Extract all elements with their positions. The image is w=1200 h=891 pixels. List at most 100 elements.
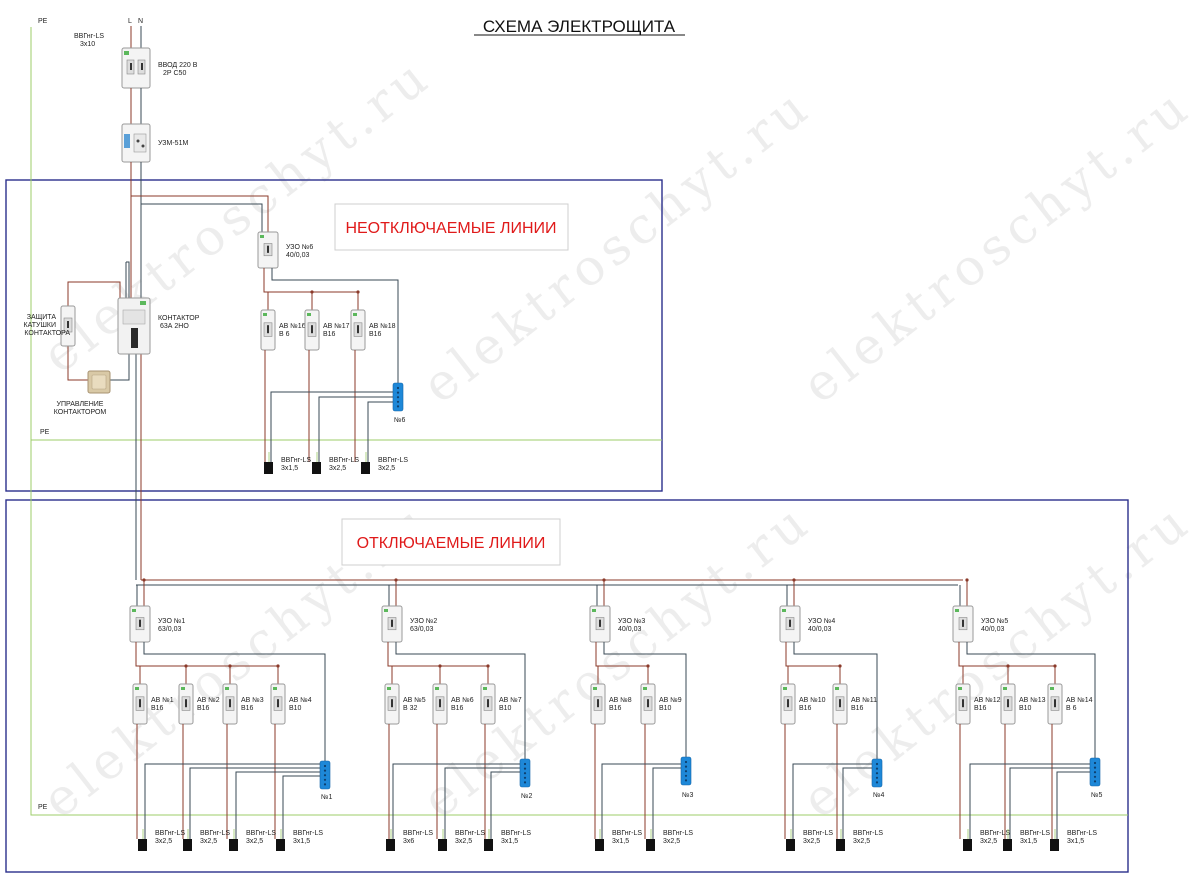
cable-terminal [1003, 839, 1012, 851]
breaker [780, 683, 796, 725]
watermark: elektroschyt.ru [792, 76, 1200, 415]
contactor [117, 297, 151, 355]
breaker [350, 309, 366, 351]
neutral-bus-label: №1 [321, 794, 333, 801]
pe-label-permanent: PE [40, 429, 50, 436]
rcd-device [779, 605, 801, 643]
neutral-bus [1089, 757, 1101, 787]
cable-terminal [312, 462, 321, 474]
cable-terminal [183, 839, 192, 851]
cable-terminal [276, 839, 285, 851]
neutral-bus [680, 756, 692, 786]
watermark: elektroschyt.ru [792, 491, 1200, 830]
rcd-device [952, 605, 974, 643]
cable-terminal [264, 462, 273, 474]
cable-terminal [963, 839, 972, 851]
main-breaker [121, 47, 151, 89]
cable-terminal [646, 839, 655, 851]
switchable-feed-bus [136, 579, 963, 586]
neutral-bus-label: №2 [521, 793, 533, 800]
breaker [270, 683, 286, 725]
rcd-device [381, 605, 403, 643]
cable-terminal [484, 839, 493, 851]
breaker [832, 683, 848, 725]
rcd-device [129, 605, 151, 643]
rcd-device [589, 605, 611, 643]
rcd-device [257, 231, 279, 269]
cable-terminal [229, 839, 238, 851]
cable-terminal [1050, 839, 1059, 851]
cable-terminal [438, 839, 447, 851]
breaker [222, 683, 238, 725]
neutral-bus [392, 382, 404, 412]
cable-terminal [138, 839, 147, 851]
main-to-relay [130, 88, 142, 124]
switchable-lines-label-box [341, 518, 561, 566]
breaker [590, 683, 606, 725]
switchable-lines-label: ОТКЛЮЧАЕМЫЕ ЛИНИИ [357, 535, 546, 552]
breaker [178, 683, 194, 725]
neutral-bus-label: №3 [682, 792, 694, 799]
breaker [640, 683, 656, 725]
neutral-bus-label: №5 [1091, 792, 1103, 799]
coil-protection-breaker [60, 305, 76, 347]
permanent-lines-frame [5, 179, 663, 492]
diagram-title: СХЕМА ЭЛЕКТРОЩИТА [483, 17, 676, 36]
breaker [480, 683, 496, 725]
permanent-lines-label-box [334, 203, 569, 251]
pe-label-top: PE [38, 18, 48, 25]
voltage-relay-label: УЗМ-51М [158, 140, 188, 147]
voltage-relay [121, 123, 151, 163]
neutral-bus [871, 758, 883, 788]
permanent-lines-label: НЕОТКЛЮЧАЕМЫЕ ЛИНИИ [345, 220, 556, 237]
cable-terminal [361, 462, 370, 474]
breaker [260, 309, 276, 351]
neutral-bus-label: №4 [873, 792, 885, 799]
breaker [1047, 683, 1063, 725]
neutral-bus [519, 758, 531, 788]
cable-terminal [595, 839, 604, 851]
